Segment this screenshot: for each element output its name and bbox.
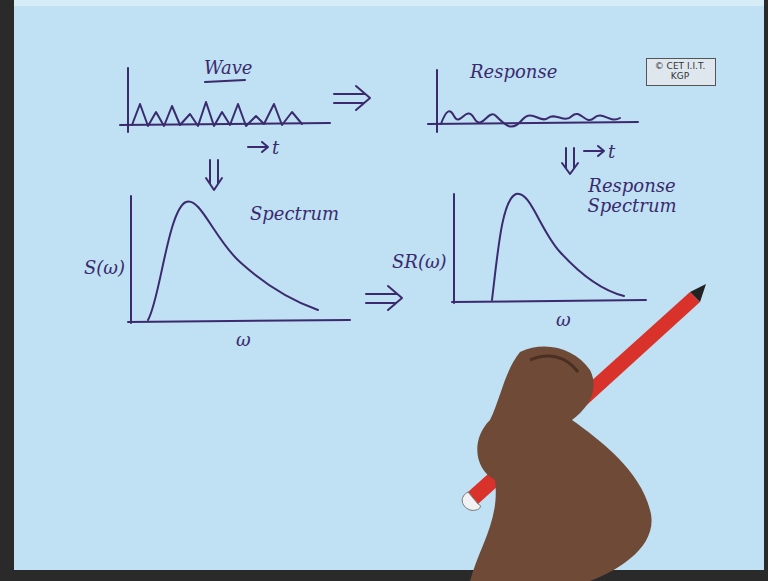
time-arrow — [584, 146, 604, 156]
wave-record — [132, 102, 302, 126]
hand-knuckle — [530, 356, 578, 372]
down-arrow — [562, 148, 578, 174]
plot-title: Response Spectrum — [582, 176, 682, 216]
axis-line — [130, 196, 132, 323]
axis-line — [120, 123, 330, 125]
axis-label: S(ω) — [84, 258, 125, 278]
plot-title: Wave — [204, 58, 253, 78]
plot-title: Spectrum — [250, 204, 339, 224]
implies-arrow — [334, 86, 370, 110]
hand — [470, 346, 652, 581]
pen-cap — [462, 492, 480, 510]
axis-line — [127, 68, 129, 132]
axis-label: t — [608, 142, 615, 162]
axis-label: ω — [556, 310, 571, 330]
axis-line — [428, 122, 638, 124]
axis-label: ω — [236, 330, 251, 350]
implies-arrow — [366, 286, 402, 310]
underline — [205, 80, 245, 82]
logo-box: © CET I.I.T. KGP — [646, 58, 716, 86]
down-arrow — [206, 160, 222, 190]
paper-edge — [14, 0, 764, 6]
axis-line — [128, 320, 350, 322]
axis-line — [453, 194, 455, 303]
paper-sheet — [14, 0, 764, 570]
axis-label: SR(ω) — [392, 252, 447, 272]
time-arrow — [248, 142, 268, 152]
logo-text: © CET I.I.T. KGP — [651, 61, 709, 81]
response-record — [441, 111, 620, 126]
axis-line — [436, 70, 438, 132]
axis-line — [452, 300, 646, 302]
axis-label: t — [272, 138, 279, 158]
pen-tip — [690, 284, 706, 302]
plot-title: Response — [470, 62, 557, 82]
